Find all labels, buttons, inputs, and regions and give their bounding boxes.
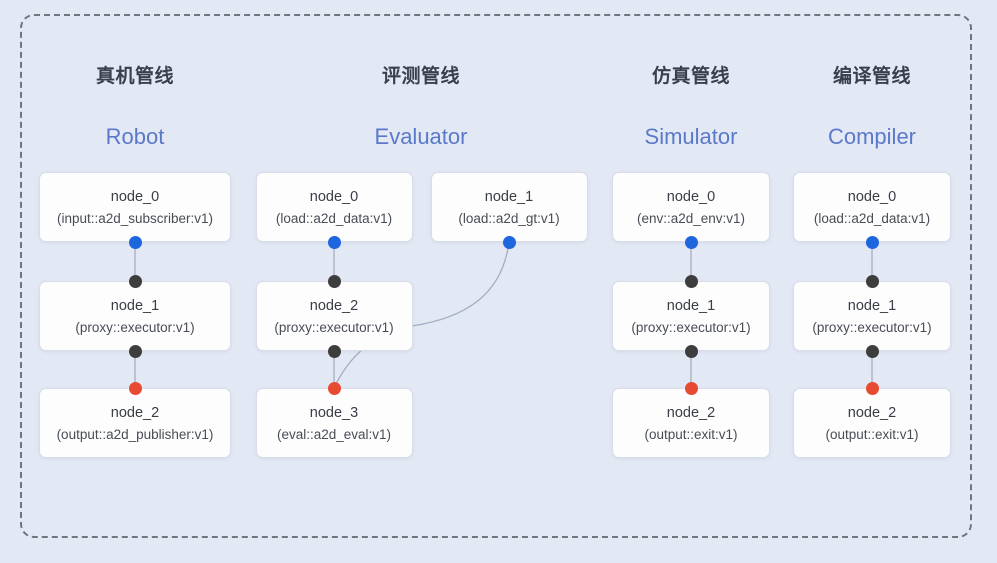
input-port-dot	[128, 381, 142, 395]
node-box: node_2(output::exit:v1)	[793, 388, 951, 458]
output-port-dot	[128, 344, 142, 358]
node-box: node_2(proxy::executor:v1)	[255, 281, 413, 351]
node-name-label: node_2	[110, 404, 160, 421]
pipeline-title-en: Robot	[105, 124, 165, 149]
node-name-label: node_1	[484, 188, 534, 205]
node-box: node_0(load::a2d_data:v1)	[255, 172, 413, 242]
node-type-label: (input::a2d_subscriber:v1)	[56, 210, 214, 226]
node-type-label: (proxy::executor:v1)	[812, 319, 932, 335]
pipeline-title-en: Simulator	[644, 124, 738, 149]
node-name-label: node_0	[666, 188, 716, 205]
node-type-label: (output::exit:v1)	[644, 426, 738, 442]
node-box: node_0(load::a2d_data:v1)	[793, 172, 951, 242]
node-name-label: node_2	[847, 404, 897, 421]
output-port-dot	[865, 235, 879, 249]
pipeline-header-evaluator: 评测管线 Evaluator	[375, 62, 468, 152]
node-name-label: node_0	[110, 188, 160, 205]
output-port-dot	[684, 344, 698, 358]
pipeline-title-en: Compiler	[827, 124, 917, 149]
output-port-dot	[865, 344, 879, 358]
node-box: node_1(proxy::executor:v1)	[612, 281, 770, 351]
node-box: node_1(proxy::executor:v1)	[793, 281, 951, 351]
node-type-label: (env::a2d_env:v1)	[636, 210, 746, 226]
node-box: node_1(load::a2d_gt:v1)	[430, 172, 588, 242]
output-port-dot	[502, 235, 516, 249]
node-type-label: (output::a2d_publisher:v1)	[56, 426, 214, 442]
input-port-dot	[327, 274, 341, 288]
node-box: node_0(env::a2d_env:v1)	[612, 172, 770, 242]
pipeline-title-zh: 评测管线	[381, 66, 461, 87]
node-type-label: (load::a2d_data:v1)	[275, 210, 393, 226]
pipeline-title-zh: 真机管线	[95, 66, 175, 87]
node-box: node_0(input::a2d_subscriber:v1)	[39, 172, 231, 242]
pipeline-title-en: Evaluator	[374, 124, 468, 149]
node-name-label: node_1	[847, 297, 897, 314]
node-box: node_2(output::exit:v1)	[612, 388, 770, 458]
pipeline-title-zh: 编译管线	[832, 66, 911, 87]
output-port-dot	[684, 235, 698, 249]
node-type-label: (load::a2d_data:v1)	[813, 210, 931, 226]
node-box: node_2(output::a2d_publisher:v1)	[39, 388, 231, 458]
node-type-label: (load::a2d_gt:v1)	[458, 210, 560, 226]
output-port-dot	[327, 344, 341, 358]
input-port-dot	[128, 274, 142, 288]
node-type-label: (eval::a2d_eval:v1)	[276, 426, 392, 442]
dashed-frame	[20, 14, 972, 538]
node-box: node_1(proxy::executor:v1)	[39, 281, 231, 351]
input-port-dot	[684, 381, 698, 395]
input-port-dot	[865, 274, 879, 288]
node-type-label: (output::exit:v1)	[825, 426, 919, 442]
pipeline-header-robot: 真机管线 Robot	[96, 62, 174, 152]
pipeline-header-compiler: 编译管线 Compiler	[828, 62, 916, 152]
node-type-label: (proxy::executor:v1)	[274, 319, 394, 335]
output-port-dot	[128, 235, 142, 249]
input-port-dot	[327, 381, 341, 395]
node-name-label: node_1	[666, 297, 716, 314]
node-name-label: node_3	[309, 404, 359, 421]
node-type-label: (proxy::executor:v1)	[631, 319, 751, 335]
pipeline-title-zh: 仿真管线	[651, 66, 731, 87]
node-name-label: node_0	[847, 188, 897, 205]
output-port-dot	[327, 235, 341, 249]
input-port-dot	[684, 274, 698, 288]
pipeline-header-simulator: 仿真管线 Simulator	[645, 62, 738, 152]
node-name-label: node_2	[309, 297, 359, 314]
node-name-label: node_0	[309, 188, 359, 205]
node-name-label: node_1	[110, 297, 160, 314]
node-name-label: node_2	[666, 404, 716, 421]
node-box: node_3(eval::a2d_eval:v1)	[255, 388, 413, 458]
input-port-dot	[865, 381, 879, 395]
node-type-label: (proxy::executor:v1)	[75, 319, 195, 335]
